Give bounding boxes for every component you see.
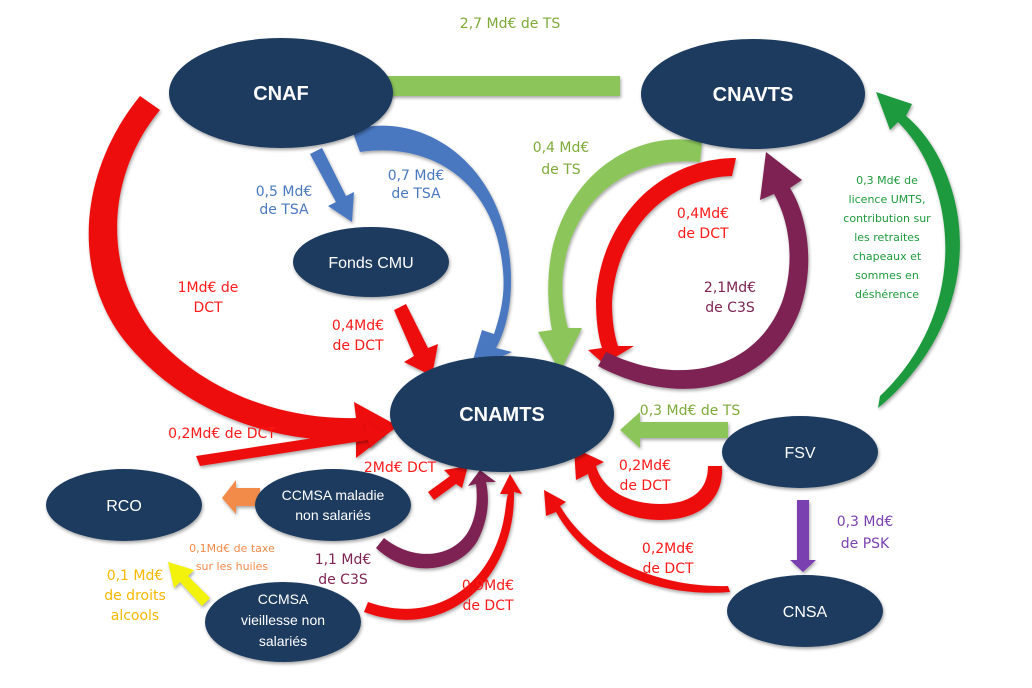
arrow-fondscmu-to-cnamts	[394, 304, 438, 376]
arrow-cnaf-to-cnamts-dct	[88, 96, 398, 458]
arrow-cnsa-to-cnamts	[544, 490, 730, 593]
flow-label-fsv-to-cnamts-ts: 0,3 Md€ de TS	[640, 403, 741, 419]
flow-label-ccmsa-vieillesse-to-rco: alcools	[111, 608, 159, 624]
flow-labels: 2,7 Md€ de TS 0,5 Md€ de TSA 0,7 Md€ de TSA 1…	[104, 16, 931, 624]
flow-label-ccmsa-vieillesse-to-rco: de droits	[104, 588, 166, 604]
node-rco-label: RCO	[106, 498, 142, 515]
flow-label-ccmsa-vieillesse-to-cnamts: 0,9Md€	[462, 578, 514, 594]
arrow-cnaf-to-cnamts-tsa	[352, 125, 512, 370]
node-cnaf-label: CNAF	[253, 83, 309, 105]
flow-label-fsv-to-cnsa: de PSK	[841, 536, 890, 552]
flow-label-cnamts-to-cnavts-c3s: de C3S	[705, 300, 755, 316]
node-ccmsa-vieillesse[interactable]: CCMSA vieillesse non salariés	[205, 582, 361, 662]
node-ccmsa-maladie[interactable]: CCMSA maladie non salariés	[255, 469, 411, 541]
flow-label-cnsa-to-cnamts: 0,2Md€	[642, 541, 694, 557]
node-fsv-label: FSV	[784, 445, 815, 462]
arrow-fsv-to-cnamts-dct	[574, 448, 723, 520]
arrow-fsv-to-cnavts	[876, 92, 960, 408]
flow-label-cnavts-to-cnamts-ts: de TS	[541, 162, 581, 178]
arrow-fsv-to-cnsa	[790, 500, 816, 572]
node-cnavts-label: CNAVTS	[713, 84, 794, 106]
flow-label-fsv-to-cnavts: chapeaux et	[853, 250, 922, 263]
flow-label-cnaf-to-fondscmu: 0,5 Md€	[256, 184, 313, 200]
flow-label-ccmsa-vieillesse-to-cnamts: de DCT	[462, 598, 514, 614]
flow-label-fondscmu-to-cnamts: 0,4Md€	[332, 318, 384, 334]
flow-label-fsv-to-cnavts: 0,3 Md€ de	[856, 174, 918, 187]
node-fsv[interactable]: FSV	[722, 416, 878, 488]
flow-label-cnavts-to-cnamts-dct: 0,4Md€	[677, 206, 729, 222]
flow-label-fondscmu-to-cnamts: de DCT	[332, 338, 384, 354]
flow-label-ccmsa-maladie-to-rco: sur les huiles	[196, 560, 269, 573]
node-cnamts-label: CNAMTS	[459, 404, 545, 426]
flow-label-cnavts-to-cnaf: 2,7 Md€ de TS	[460, 16, 561, 32]
flow-label-ccmsa-vieillesse-to-rco: 0,1 Md€	[107, 568, 164, 584]
node-ccmsa-vieillesse-label-line2: vieillesse non	[241, 612, 325, 628]
flow-label-fsv-to-cnavts: sommes en	[855, 269, 919, 282]
arrow-cnamts-to-cnavts-c3s	[598, 152, 809, 389]
flow-label-ccmsa-maladie-c3s: de C3S	[318, 572, 368, 588]
flow-label-cnaf-to-cnamts-dct: 1Md€ de	[178, 280, 239, 296]
flow-label-fsv-to-cnavts: les retraites	[854, 231, 920, 244]
node-cnsa-label: CNSA	[783, 604, 828, 621]
flow-label-fsv-to-cnavts: licence UMTS,	[849, 193, 926, 206]
arrow-ccmsa-vieillesse-to-cnamts	[364, 474, 522, 620]
flow-label-cnaf-to-cnamts-tsa: 0,7 Md€	[388, 168, 445, 184]
arrow-cnavts-to-cnamts-dct	[588, 158, 736, 364]
node-ccmsa-maladie-label-line1: CCMSA maladie	[282, 487, 385, 503]
flow-label-ccmsa-maladie-to-cnamts: 2Md€ DCT	[364, 460, 437, 476]
flow-label-fsv-to-cnamts-dct: de DCT	[619, 478, 671, 494]
flow-label-cnavts-to-cnamts-dct: de DCT	[677, 226, 729, 242]
arrow-cnaf-to-fondscmu	[310, 148, 354, 222]
flow-label-cnaf-to-fondscmu: de TSA	[259, 202, 309, 218]
flow-label-fsv-to-cnamts-dct: 0,2Md€	[619, 458, 671, 474]
arrow-fsv-to-cnamts-ts	[620, 412, 728, 448]
flow-label-rco-to-cnamts: 0,2Md€ de DCT	[168, 426, 276, 442]
node-ccmsa-vieillesse-label-line1: CCMSA	[258, 591, 309, 607]
flow-label-cnsa-to-cnamts: de DCT	[642, 561, 694, 577]
node-fonds-cmu[interactable]: Fonds CMU	[293, 227, 449, 297]
arrow-cnavts-to-cnamts-ts	[538, 139, 702, 372]
flow-label-cnamts-to-cnavts-c3s: 2,1Md€	[704, 280, 756, 296]
flow-label-ccmsa-maladie-c3s: 1,1 Md€	[315, 552, 372, 568]
flow-label-fsv-to-cnavts: contribution sur	[843, 212, 931, 225]
flow-label-cnaf-to-cnamts-dct: DCT	[193, 300, 223, 316]
arrow-ccmsa-maladie-c3s	[376, 470, 496, 569]
flow-label-cnaf-to-cnamts-tsa: de TSA	[391, 186, 441, 202]
flow-label-ccmsa-maladie-to-rco: 0,1Md€ de taxe	[189, 542, 275, 555]
node-cnamts[interactable]: CNAMTS	[390, 356, 614, 472]
flow-label-fsv-to-cnavts: déshérence	[855, 288, 919, 301]
node-cnavts[interactable]: CNAVTS	[641, 39, 865, 149]
arrow-cnavts-to-cnaf	[322, 62, 620, 110]
node-ccmsa-maladie-label-line2: non salariés	[295, 507, 371, 523]
node-cnaf[interactable]: CNAF	[169, 38, 393, 148]
flow-label-cnavts-to-cnamts-ts: 0,4 Md€	[533, 140, 590, 156]
flow-label-fsv-to-cnsa: 0,3 Md€	[837, 514, 894, 530]
arrow-ccmsa-maladie-to-rco	[222, 480, 260, 514]
node-cnsa[interactable]: CNSA	[727, 575, 883, 647]
arrow-ccmsa-vieillesse-to-rco	[168, 562, 210, 606]
node-fonds-cmu-label: Fonds CMU	[328, 255, 413, 272]
arrow-ccmsa-maladie-to-cnamts	[428, 466, 468, 500]
node-ccmsa-vieillesse-label-line3: salariés	[259, 633, 307, 649]
arrow-rco-to-cnamts	[196, 420, 386, 466]
node-rco[interactable]: RCO	[46, 469, 202, 541]
